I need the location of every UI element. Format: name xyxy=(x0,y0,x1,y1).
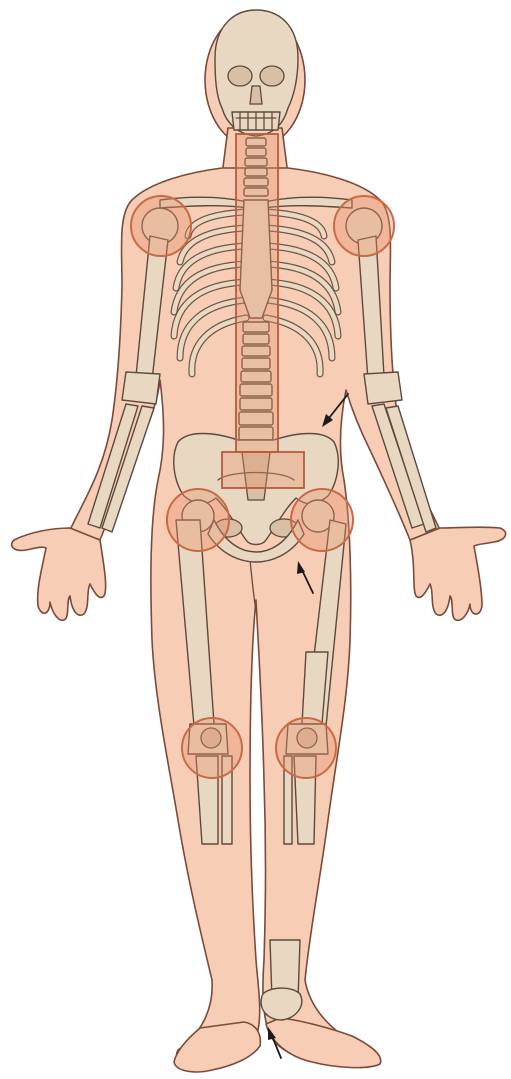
left-shoulder-highlight xyxy=(334,196,394,256)
sacroiliac-highlight xyxy=(222,452,304,488)
left-foot xyxy=(174,1022,260,1072)
right-hand xyxy=(410,527,506,620)
right-hip-highlight xyxy=(167,489,229,551)
left-elbow xyxy=(122,372,160,404)
right-shoulder-highlight xyxy=(131,196,191,256)
spine-highlight xyxy=(236,134,278,452)
left-hip-highlight xyxy=(291,489,353,551)
right-elbow xyxy=(364,372,402,404)
left-knee-highlight xyxy=(276,718,336,778)
left-hand xyxy=(12,528,106,620)
right-knee-highlight xyxy=(182,718,242,778)
